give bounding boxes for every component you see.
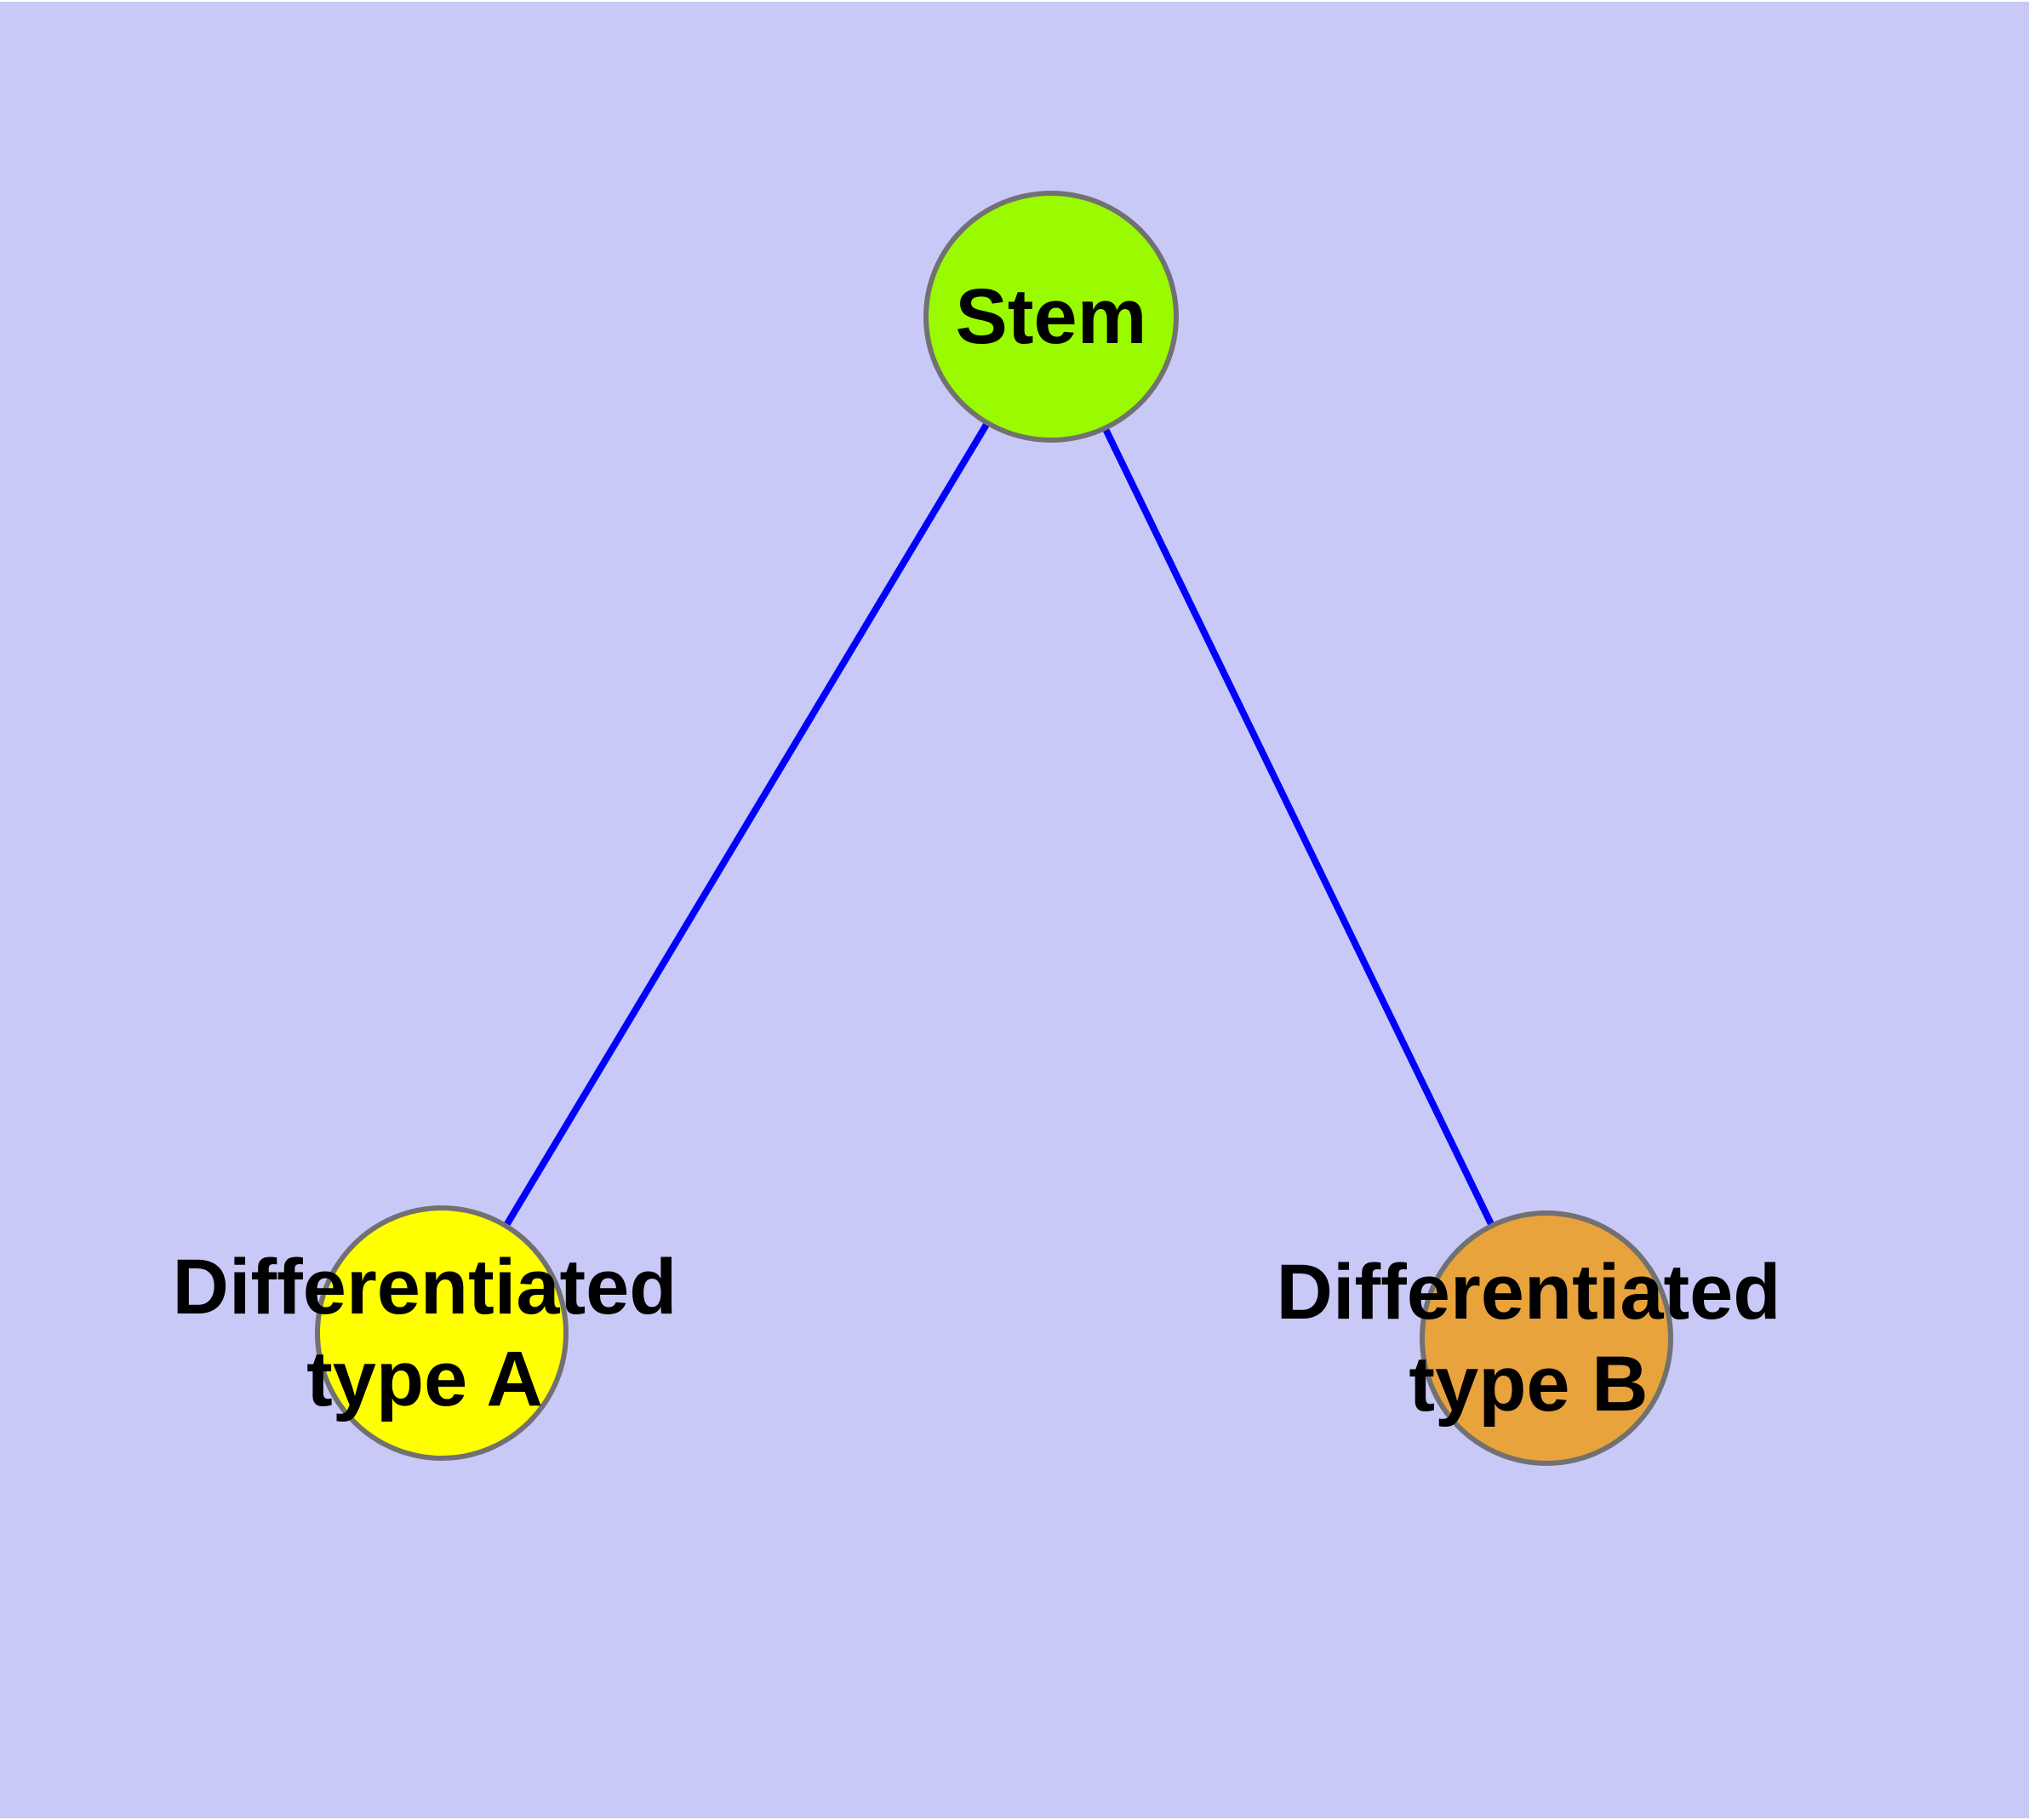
node-differentiated-type-b-label: Differentiated type B (1277, 1246, 1781, 1430)
edge-stem-to-type-b (1048, 315, 1550, 1340)
node-stem-label: Stem (956, 271, 1147, 363)
node-stem-label-line-1: Stem (955, 273, 1147, 360)
node-stem: Stem (923, 191, 1179, 443)
node-differentiated-type-a-label: Differentiated type A (173, 1241, 677, 1425)
node-differentiated-type-b-label-line-1: Differentiated (1276, 1249, 1781, 1336)
node-differentiated-type-b-label-line-2: type B (1409, 1341, 1649, 1428)
edge-stem-to-type-a (438, 314, 1055, 1336)
node-differentiated-type-a: Differentiated type A (173, 1205, 677, 1461)
node-differentiated-type-b: Differentiated type B (1277, 1210, 1780, 1466)
node-differentiated-type-a-label-line-2: type A (306, 1336, 543, 1422)
node-differentiated-type-a-label-line-1: Differentiated (172, 1244, 677, 1331)
